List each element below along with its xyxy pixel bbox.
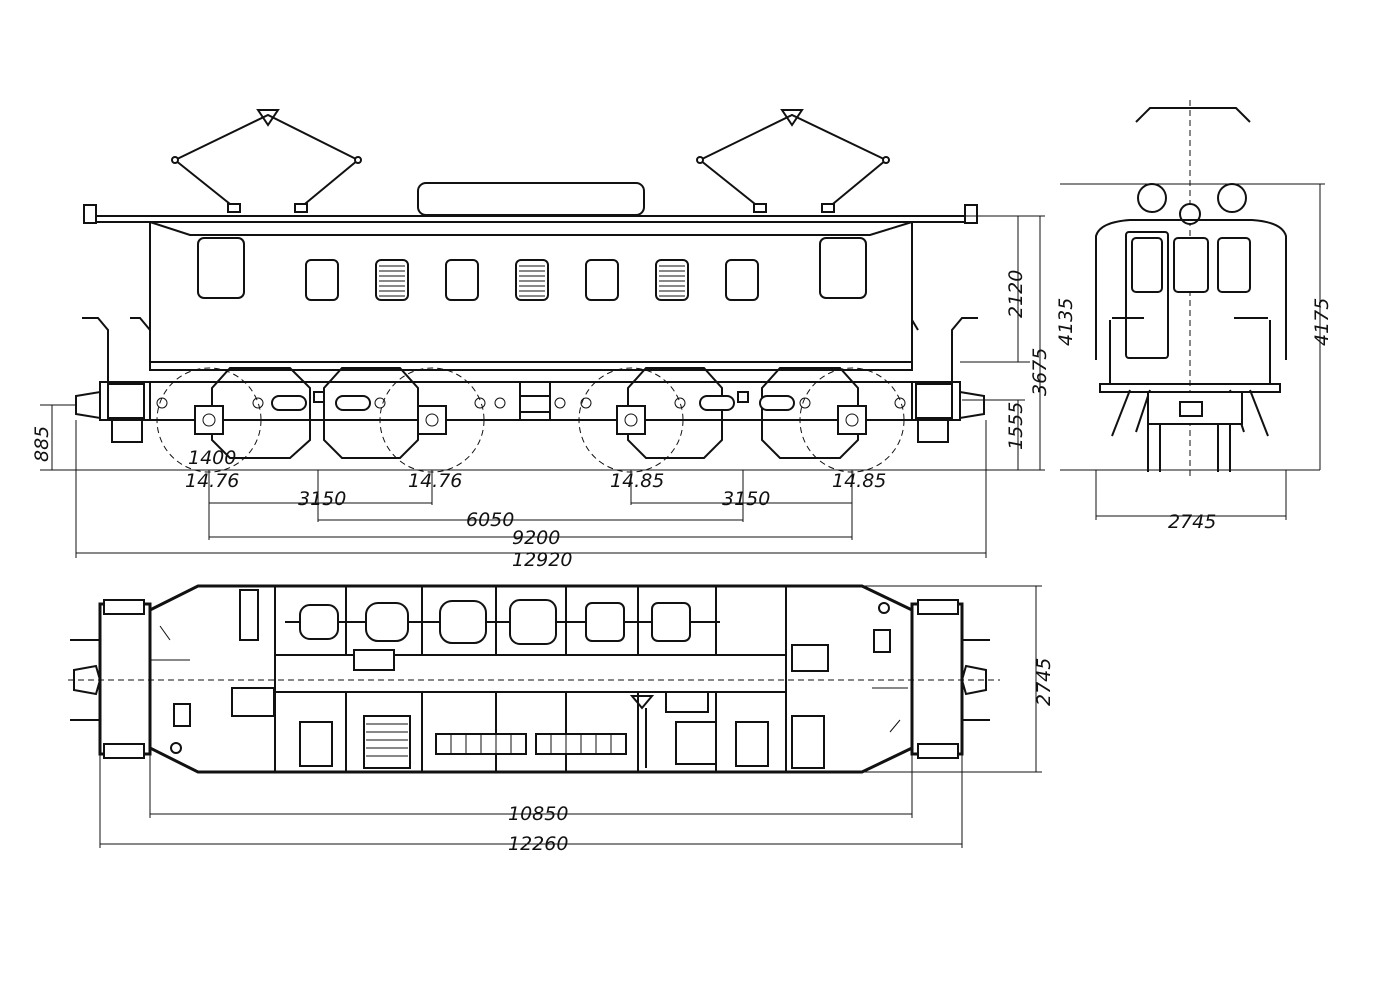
dim-axle-load-1: 14.76 xyxy=(185,470,239,492)
roof-resistor xyxy=(417,182,645,216)
dim-length-over-buffers: 12920 xyxy=(512,549,572,571)
body-windows xyxy=(197,237,867,301)
pantograph-right xyxy=(696,109,890,213)
dim-roof-height: 3675 xyxy=(1029,348,1051,396)
plan-view xyxy=(68,584,1000,774)
dim-axle-load-2: 14.76 xyxy=(408,470,462,492)
pantograph-left xyxy=(171,109,362,213)
dim-total-wheelbase: 9200 xyxy=(512,527,560,549)
dim-end-width: 2745 xyxy=(1168,511,1216,533)
resistor-grids xyxy=(435,733,627,755)
dim-body-height: 2120 xyxy=(1005,270,1027,318)
side-elevation xyxy=(40,109,1000,473)
dim-total-height-side: 4135 xyxy=(1055,298,1077,346)
body-outline xyxy=(149,221,913,371)
dim-total-height-end: 4175 xyxy=(1311,298,1333,346)
plan-dimensions: 2745 10850 12260 xyxy=(99,585,1055,855)
dim-buffer-height: 885 xyxy=(31,426,53,462)
end-elevation xyxy=(1060,100,1320,480)
dim-axle-load-3: 14.85 xyxy=(610,470,664,492)
side-dimensions: 885 1400 14.76 14.76 14.85 14.85 3150 31… xyxy=(31,215,1077,571)
motor-generator-set xyxy=(285,599,720,671)
dim-frame-height: 1555 xyxy=(1005,402,1027,450)
bogies xyxy=(149,367,913,473)
dim-wheel-diameter: 1400 xyxy=(188,447,236,469)
dim-axle-base-2: 3150 xyxy=(722,488,770,510)
dim-plan-width: 2745 xyxy=(1033,658,1055,706)
dim-body-length: 10850 xyxy=(508,803,568,825)
dim-axle-base-1: 3150 xyxy=(298,488,346,510)
dim-length-over-frame: 12260 xyxy=(508,833,568,855)
dim-axle-load-4: 14.85 xyxy=(832,470,886,492)
dim-bogie-centres: 6050 xyxy=(466,509,514,531)
end-dimensions: 4175 2745 xyxy=(1060,183,1333,533)
